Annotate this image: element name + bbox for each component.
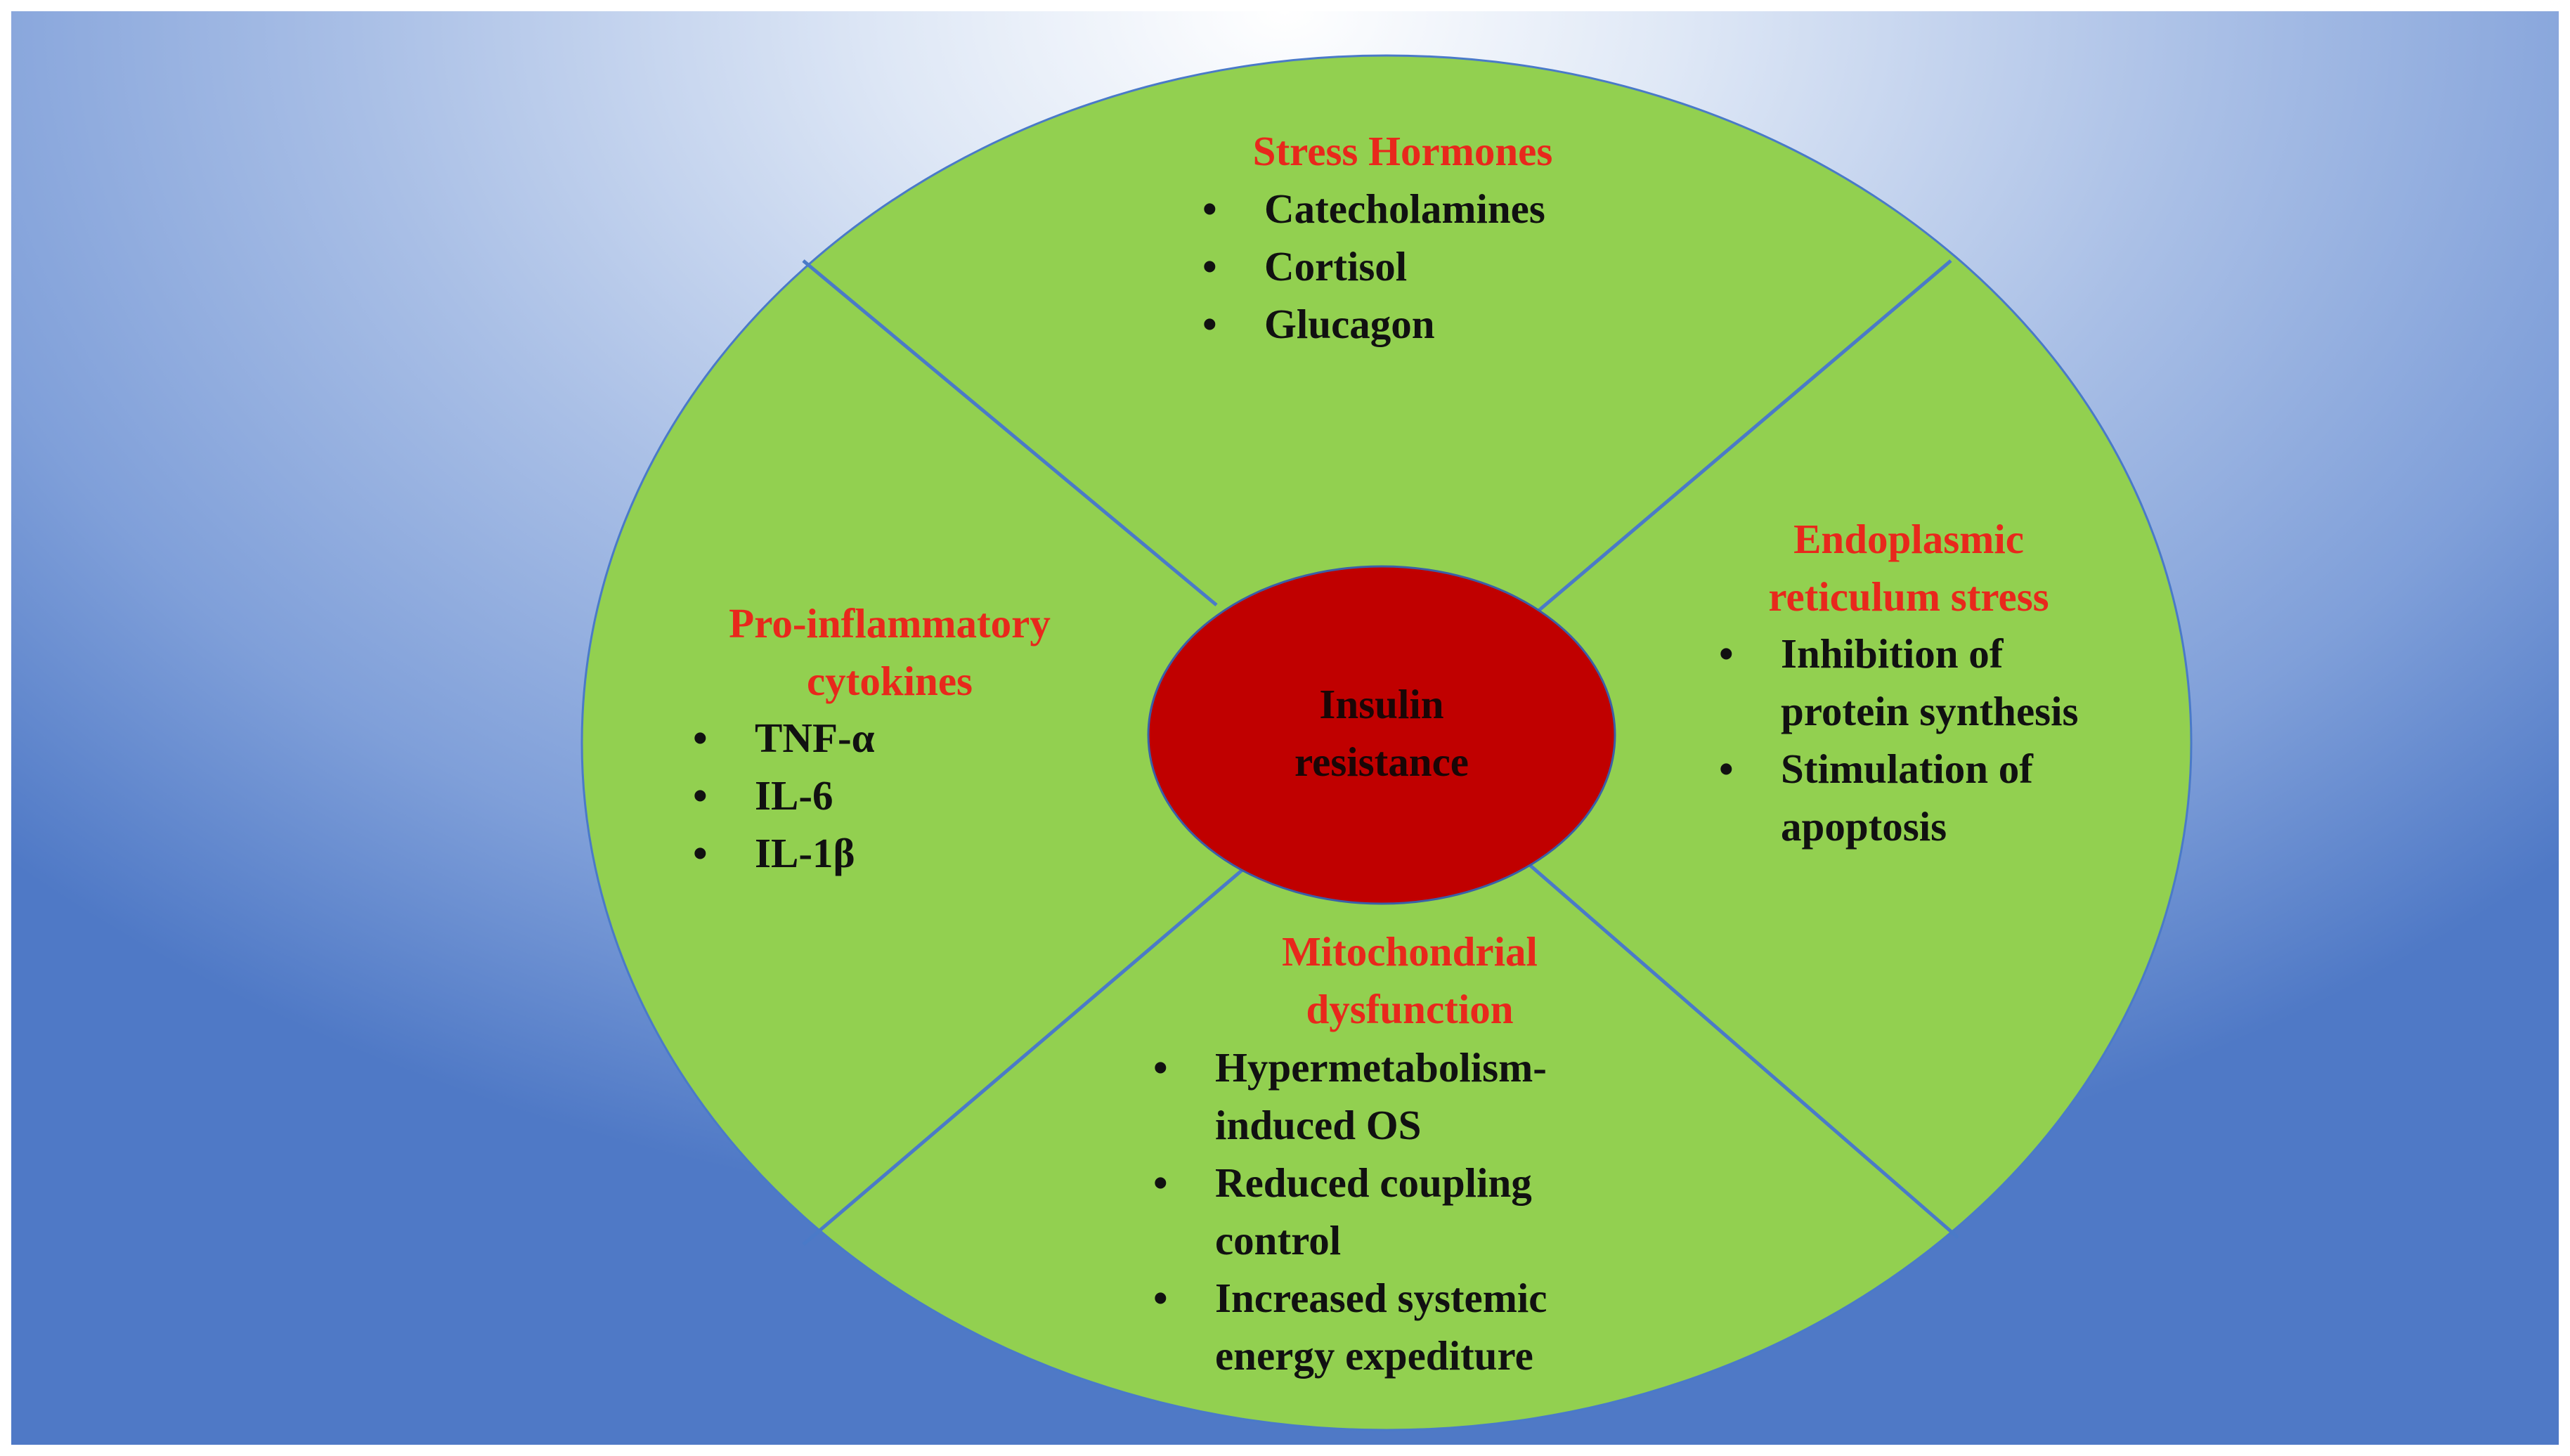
list-item: Inhibition of protein synthesis <box>1719 625 2084 740</box>
diagram-canvas: Insulin resistance Stress Hormones Catec… <box>11 11 2559 1445</box>
er-stress-list: Inhibition of protein synthesis Stimulat… <box>1719 625 2084 855</box>
list-item: Catecholamines <box>1202 180 1694 238</box>
pro-inflammatory-heading: Pro-inflammatory cytokines <box>665 594 1115 710</box>
heading-line: Mitochondrial <box>1282 928 1538 975</box>
list-item: Stimulation of apoptosis <box>1719 740 2084 855</box>
divider-top-right <box>1531 259 1952 617</box>
list-item: Cortisol <box>1202 238 1694 295</box>
mitochondrial-heading: Mitochondrial dysfunction <box>1199 923 1621 1038</box>
list-item: IL-1β <box>693 824 1044 882</box>
pro-inflammatory-list: TNF-α IL-6 IL-1β <box>693 709 1044 882</box>
list-item: TNF-α <box>693 709 1044 767</box>
list-item: Hypermetabolism-induced OS <box>1153 1039 1603 1154</box>
heading-line: Stress Hormones <box>1252 128 1553 174</box>
er-stress-heading: Endoplasmic reticulum stress <box>1698 510 2120 625</box>
center-ellipse <box>1147 565 1616 905</box>
center-label-line: resistance <box>1294 739 1469 785</box>
mitochondrial-list: Hypermetabolism-induced OS Reduced coupl… <box>1153 1039 1603 1384</box>
center-label: Insulin resistance <box>1206 675 1557 791</box>
divider-bottom-left <box>802 864 1250 1246</box>
insulin-resistance-diagram <box>580 54 2193 1431</box>
heading-line: reticulum stress <box>1768 573 2049 620</box>
list-item: IL-6 <box>693 767 1044 824</box>
heading-line: Endoplasmic <box>1793 516 2024 562</box>
list-item: Glucagon <box>1202 295 1694 353</box>
divider-bottom-right <box>1524 860 1959 1239</box>
center-label-line: Insulin <box>1319 681 1444 727</box>
list-item: Increased systemic energy expediture <box>1153 1269 1603 1384</box>
heading-line: cytokines <box>807 658 973 704</box>
heading-line: dysfunction <box>1306 986 1514 1032</box>
heading-line: Pro-inflammatory <box>729 600 1051 646</box>
list-item: Reduced coupling control <box>1153 1154 1603 1269</box>
divider-top-left <box>802 259 1218 606</box>
stress-hormones-list: Catecholamines Cortisol Glucagon <box>1202 180 1694 353</box>
stress-hormones-heading: Stress Hormones <box>1122 122 1684 180</box>
